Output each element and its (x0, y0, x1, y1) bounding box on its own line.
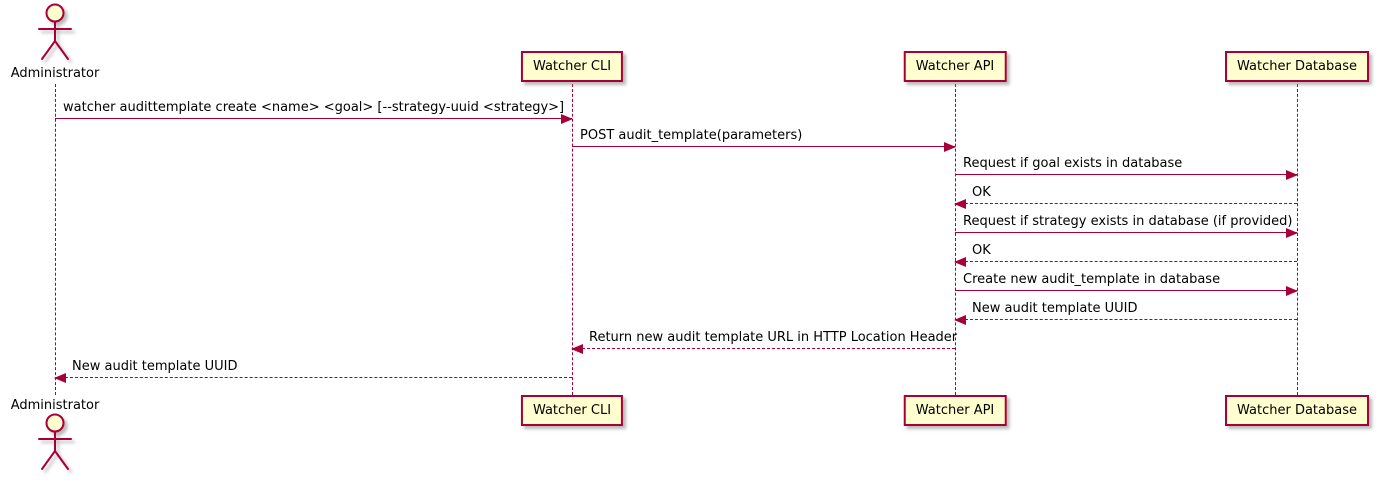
arrowhead-icon (571, 344, 583, 354)
arrowhead-icon (561, 114, 573, 124)
participant-watcher-api-bottom: Watcher API (903, 395, 1007, 426)
message-label: Return new audit template URL in HTTP Lo… (589, 330, 958, 345)
message-label: OK (972, 185, 991, 200)
participant-watcher-database-top: Watcher Database (1225, 51, 1369, 82)
arrowhead-icon (1286, 170, 1298, 180)
message-label: Create new audit_template in database (963, 272, 1221, 287)
lifeline-watcher-cli (572, 84, 573, 395)
message-arrow (955, 170, 1298, 180)
arrowhead-icon (954, 199, 966, 209)
message-label: watcher audittemplate create <name> <goa… (63, 100, 565, 115)
participant-watcher-database-bottom: Watcher Database (1225, 395, 1369, 426)
message-label: OK (972, 243, 991, 258)
message-label: POST audit_template(parameters) (580, 128, 803, 143)
message-6: OK (954, 243, 1297, 267)
arrowhead-icon (1286, 228, 1298, 238)
message-3: Request if goal exists in database (955, 156, 1298, 180)
actor-label-administrator-bottom: Administrator (10, 398, 100, 413)
message-arrow (955, 286, 1298, 296)
message-arrow (55, 114, 573, 124)
actor-icon (38, 413, 72, 470)
lifeline-administrator (55, 84, 56, 395)
message-8: New audit template UUID (954, 301, 1297, 325)
message-5: Request if strategy exists in database (… (955, 214, 1298, 238)
arrowhead-icon (954, 257, 966, 267)
message-arrow (955, 228, 1298, 238)
arrowhead-icon (954, 315, 966, 325)
participant-watcher-api-top: Watcher API (903, 51, 1007, 82)
message-2: POST audit_template(parameters) (572, 128, 956, 152)
arrowhead-icon (54, 373, 66, 383)
message-9: Return new audit template URL in HTTP Lo… (571, 330, 958, 354)
message-arrow (54, 373, 572, 383)
actor-label-administrator-top: Administrator (10, 66, 100, 81)
message-label: New audit template UUID (972, 301, 1138, 316)
actor-icon (38, 3, 72, 60)
message-arrow (954, 257, 1297, 267)
message-label: Request if goal exists in database (963, 156, 1183, 171)
arrowhead-icon (944, 142, 956, 152)
participant-watcher-cli-top: Watcher CLI (520, 51, 624, 82)
message-7: Create new audit_template in database (955, 272, 1298, 296)
message-label: New audit template UUID (72, 359, 238, 374)
lifeline-watcher-api (955, 84, 956, 395)
lifeline-watcher-database (1297, 84, 1298, 395)
message-arrow (572, 142, 956, 152)
message-arrow (954, 199, 1297, 209)
message-10: New audit template UUID (54, 359, 572, 383)
arrowhead-icon (1286, 286, 1298, 296)
participant-watcher-cli-bottom: Watcher CLI (520, 395, 624, 426)
message-arrow (954, 315, 1297, 325)
message-4: OK (954, 185, 1297, 209)
message-arrow (571, 344, 955, 354)
message-1: watcher audittemplate create <name> <goa… (55, 100, 573, 124)
message-label: Request if strategy exists in database (… (963, 214, 1293, 229)
